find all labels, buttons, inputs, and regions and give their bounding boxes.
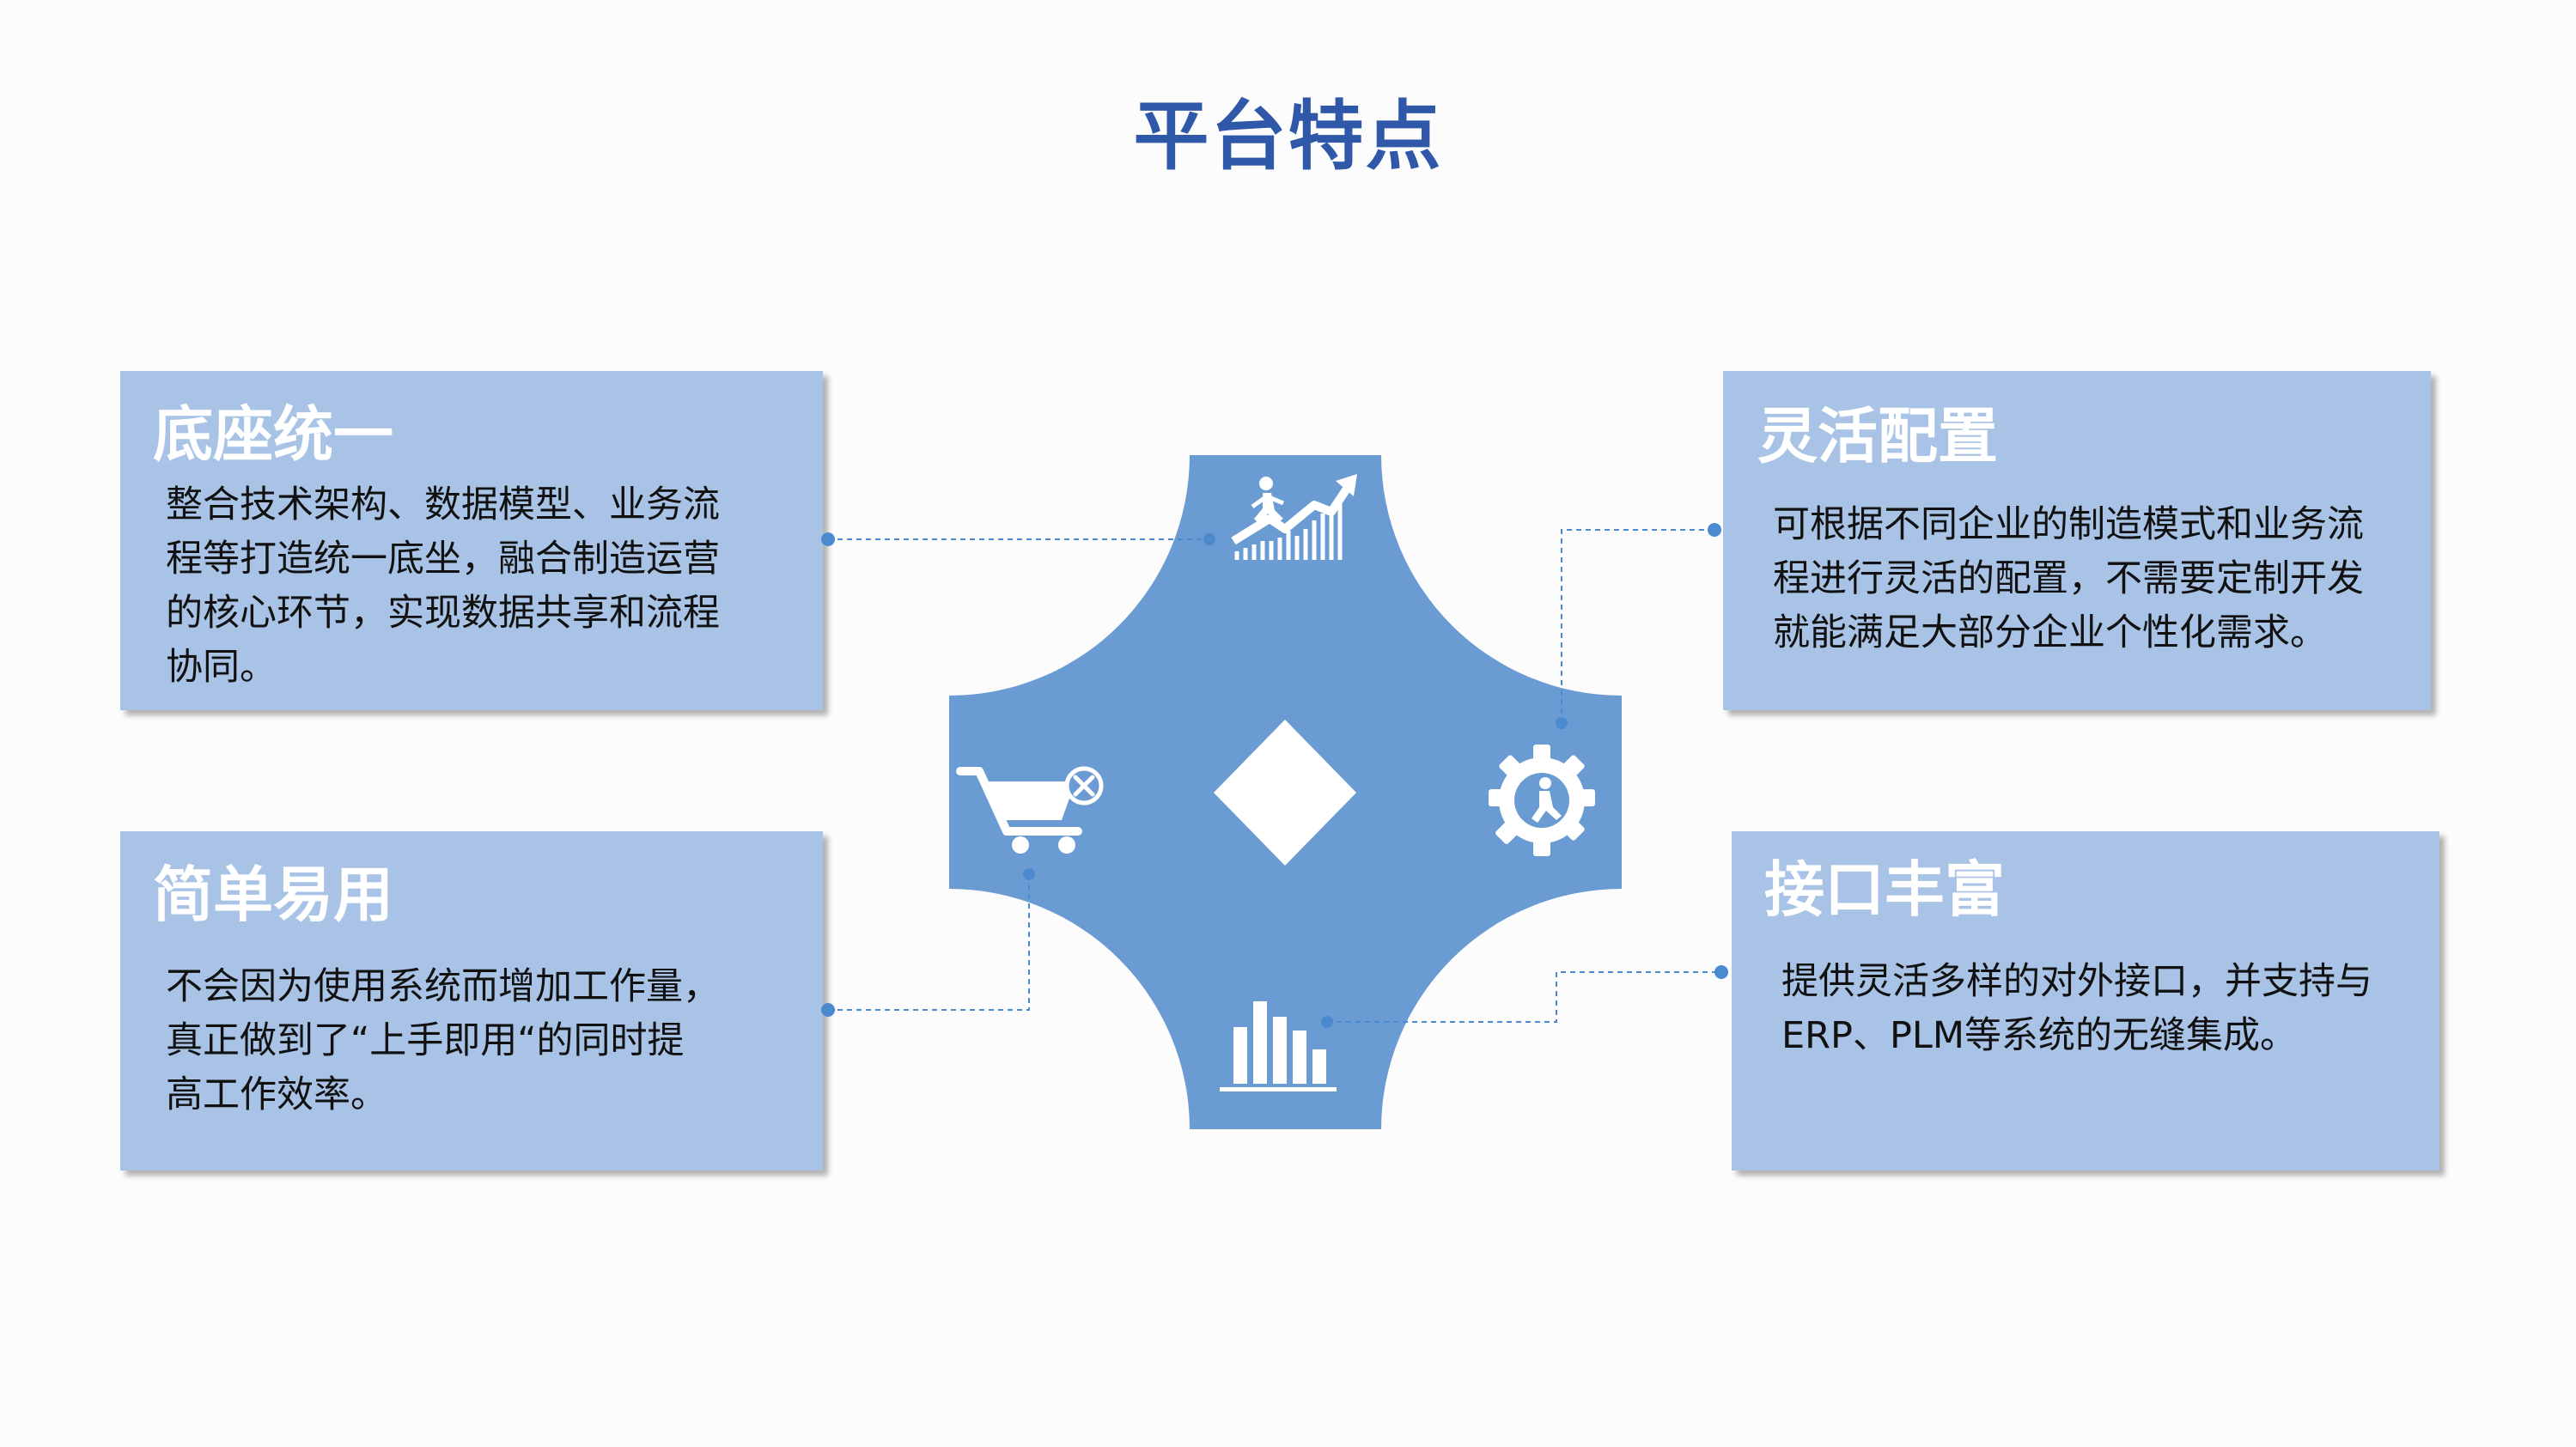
connector-dot <box>1714 965 1728 979</box>
gear-person-icon <box>1489 745 1595 856</box>
shopping-cart-icon <box>956 766 1104 854</box>
description-line: ERP、PLM等系统的无缝集成。 <box>1781 1014 2297 1057</box>
page-title: 平台特点 <box>1133 92 1443 180</box>
connector-dot <box>1023 868 1035 880</box>
description-line: 就能满足大部分企业个性化需求。 <box>1773 611 2327 654</box>
connector-lines <box>828 529 1721 1023</box>
diamond-icon <box>1214 720 1356 866</box>
connector-easy-to-use <box>828 874 1030 1011</box>
connector-dot <box>1708 523 1721 537</box>
connector-rich-interfaces <box>1327 971 1721 1023</box>
description-line: 协同。 <box>166 646 277 689</box>
feature-card-easy-to-use: 简单易用 不会因为使用系统而增加工作量， 真正做到了“上手即用“的同时提 高工作… <box>120 831 823 1170</box>
feature-title-flexible-config: 灵活配置 <box>1757 401 1998 471</box>
feature-card-flexible-config: 灵活配置 可根据不同企业的制造模式和业务流 程进行灵活的配置，不需要定制开发 就… <box>1723 371 2431 710</box>
feature-card-unified-base: 底座统一 整合技术架构、数据模型、业务流 程等打造统一底坐，融合制造运营 的核心… <box>120 371 823 710</box>
connector-dots <box>821 523 1728 1028</box>
description-line: 程进行灵活的配置，不需要定制开发 <box>1773 557 2364 600</box>
connector-dot <box>1203 533 1215 545</box>
connector-dot <box>821 1003 835 1017</box>
bar-chart-icon <box>1220 1001 1337 1091</box>
feature-description-easy-to-use: 不会因为使用系统而增加工作量， 真正做到了“上手即用“的同时提 高工作效率。 <box>166 960 720 1122</box>
connector-flexible-config <box>1561 529 1714 723</box>
connector-dot <box>1556 717 1568 729</box>
description-line: 的核心环节，实现数据共享和流程 <box>166 592 720 635</box>
description-line: 整合技术架构、数据模型、业务流 <box>166 483 720 526</box>
feature-description-unified-base: 整合技术架构、数据模型、业务流 程等打造统一底坐，融合制造运营 的核心环节，实现… <box>166 478 720 695</box>
connector-dot <box>821 532 835 546</box>
description-line: 真正做到了“上手即用“的同时提 <box>166 1019 685 1062</box>
feature-description-rich-interfaces: 提供灵活多样的对外接口，并支持与 ERP、PLM等系统的无缝集成。 <box>1781 955 2372 1063</box>
description-line: 高工作效率。 <box>166 1073 387 1116</box>
feature-card-rich-interfaces: 接口丰富 提供灵活多样的对外接口，并支持与 ERP、PLM等系统的无缝集成。 <box>1732 831 2439 1170</box>
description-line: 可根据不同企业的制造模式和业务流 <box>1773 503 2364 546</box>
feature-title-easy-to-use: 简单易用 <box>153 860 393 930</box>
feature-title-rich-interfaces: 接口丰富 <box>1764 854 2005 925</box>
climbing-growth-chart-icon <box>1231 474 1357 560</box>
feature-title-unified-base: 底座统一 <box>153 399 393 470</box>
connector-dot <box>1321 1016 1333 1028</box>
feature-description-flexible-config: 可根据不同企业的制造模式和业务流 程进行灵活的配置，不需要定制开发 就能满足大部… <box>1773 498 2364 660</box>
description-line: 提供灵活多样的对外接口，并支持与 <box>1781 960 2372 1003</box>
description-line: 不会因为使用系统而增加工作量， <box>166 965 720 1008</box>
description-line: 程等打造统一底坐，融合制造运营 <box>166 538 720 581</box>
